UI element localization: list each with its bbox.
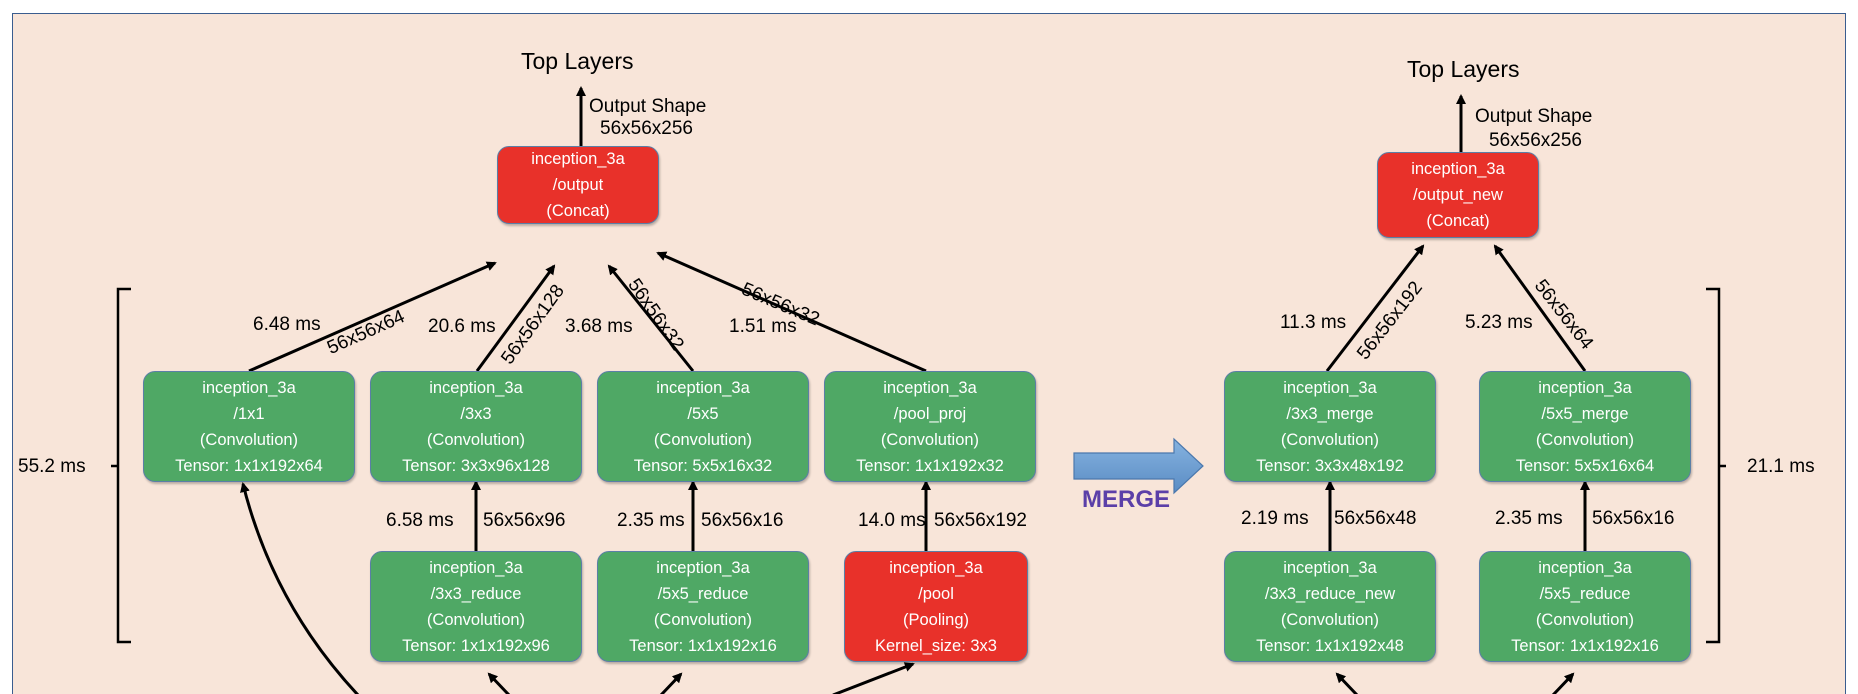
time-3x3-reduce-new: 2.19 ms [1241, 508, 1309, 529]
input-line-3x3reducenew [1335, 672, 1359, 694]
right-output-shape-label: Output Shape [1475, 106, 1593, 127]
node-right-5x5-reduce-convolution: inception_3a /5x5_reduce (Convolution) T… [1479, 551, 1691, 662]
node-1x1-convolution: inception_3a /1x1 (Convolution) Tensor: … [143, 371, 355, 482]
right-output-shape-value: 56x56x256 [1489, 130, 1582, 151]
time-3x3-reduce: 6.58 ms [386, 510, 454, 531]
node-3x3-convolution: inception_3a /3x3 (Convolution) Tensor: … [370, 371, 582, 482]
time-3x3-merge: 11.3 ms [1280, 312, 1347, 333]
shape-5x5-reduce: 56x56x16 [701, 510, 784, 531]
arrow-3x3merge-to-output [1325, 244, 1425, 372]
time-5x5-merge: 5.23 ms [1465, 312, 1533, 333]
node-3x3-reduce-convolution: inception_3a /3x3_reduce (Convolution) T… [370, 551, 582, 662]
time-1x1: 6.48 ms [253, 314, 321, 335]
input-line-pool [832, 662, 915, 694]
node-5x5-convolution: inception_3a /5x5 (Convolution) Tensor: … [597, 371, 809, 482]
arrow-poolproj-to-output [656, 251, 927, 373]
arrow-1x1-to-output [248, 261, 497, 373]
shape-pool: 56x56x192 [934, 510, 1027, 531]
merge-label: MERGE [1082, 486, 1171, 513]
left-brace [111, 287, 131, 644]
node-output-new-concat: inception_3a /output_new (Concat) [1377, 152, 1539, 238]
node-3x3-reduce-new-convolution: inception_3a /3x3_reduce_new (Convolutio… [1224, 551, 1436, 662]
right-top-layers-title: Top Layers [1407, 56, 1520, 82]
left-total-time: 55.2 ms [18, 456, 86, 477]
arrow-3x3-to-output [475, 264, 556, 372]
time-pool-proj: 1.51 ms [729, 316, 797, 337]
node-3x3-merge-convolution: inception_3a /3x3_merge (Convolution) Te… [1224, 371, 1436, 482]
connector-layer [111, 86, 1726, 694]
shape-3x3-reduce-new: 56x56x48 [1334, 508, 1417, 529]
node-5x5-merge-convolution: inception_3a /5x5_merge (Convolution) Te… [1479, 371, 1691, 482]
node-5x5-reduce-convolution: inception_3a /5x5_reduce (Convolution) T… [597, 551, 809, 662]
node-output-concat: inception_3a /output (Concat) [497, 146, 659, 224]
input-curve-1x1 [240, 482, 360, 694]
shape-3x3-reduce: 56x56x96 [483, 510, 566, 531]
input-line-right-5x5reduce [1551, 672, 1575, 694]
time-right-5x5-reduce: 2.35 ms [1495, 508, 1563, 529]
left-output-shape-label: Output Shape [589, 96, 707, 117]
time-pool: 14.0 ms [858, 510, 926, 531]
node-pool-pooling: inception_3a /pool (Pooling) Kernel_size… [844, 551, 1028, 662]
time-3x3: 20.6 ms [428, 316, 496, 337]
shape-right-5x5-reduce: 56x56x16 [1592, 508, 1675, 529]
arrow-5x5-to-output [607, 264, 695, 372]
left-output-shape-value: 56x56x256 [600, 118, 693, 139]
arrow-5x5merge-to-output [1493, 244, 1587, 372]
input-line-5x5reduce [659, 672, 683, 694]
diagram-canvas: Top Layers Output Shape 56x56x256 incept… [12, 13, 1846, 694]
time-5x5: 3.68 ms [565, 316, 633, 337]
merge-arrow [1073, 437, 1204, 495]
input-line-3x3reduce [487, 672, 511, 694]
left-top-layers-title: Top Layers [521, 48, 634, 74]
right-total-time: 21.1 ms [1747, 456, 1815, 477]
right-brace [1706, 287, 1726, 644]
node-pool-proj-convolution: inception_3a /pool_proj (Convolution) Te… [824, 371, 1036, 482]
time-5x5-reduce: 2.35 ms [617, 510, 685, 531]
